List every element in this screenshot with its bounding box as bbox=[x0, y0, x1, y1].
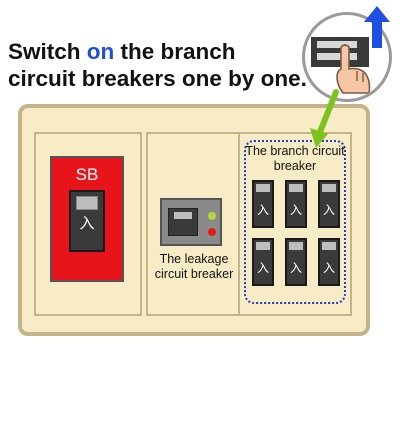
green-arrow-icon bbox=[310, 89, 339, 148]
branch-knob bbox=[289, 242, 303, 250]
branch-knob bbox=[289, 184, 303, 192]
sb-breaker[interactable]: SB 入 bbox=[50, 156, 124, 282]
branch-knob bbox=[256, 184, 270, 192]
up-arrow-icon bbox=[364, 6, 390, 48]
branch-breaker-4[interactable]: 入 bbox=[252, 238, 274, 286]
branch-bay: The branch circuit breaker 入 入 入 入 入 入 bbox=[238, 132, 352, 316]
leakage-bay: The leakage circuit breaker bbox=[146, 132, 238, 316]
leakage-breaker[interactable] bbox=[160, 198, 222, 246]
sb-switch-knob bbox=[76, 196, 98, 210]
headline-highlight: on bbox=[86, 39, 115, 64]
branch-knob bbox=[322, 184, 336, 192]
leakage-caption: The leakage circuit breaker bbox=[154, 252, 234, 281]
branch-knob bbox=[256, 242, 270, 250]
branch-mark: 入 bbox=[289, 261, 302, 275]
branch-breaker-2[interactable]: 入 bbox=[285, 180, 307, 228]
sb-switch[interactable]: 入 bbox=[69, 190, 105, 252]
branch-breaker-1[interactable]: 入 bbox=[252, 180, 274, 228]
branch-mark: 入 bbox=[289, 203, 302, 217]
leakage-switch[interactable] bbox=[168, 208, 198, 236]
branch-mark: 入 bbox=[322, 261, 335, 275]
hand-pressing-switch-icon bbox=[311, 37, 371, 94]
sb-bay: SB 入 bbox=[34, 132, 142, 316]
red-lamp-icon bbox=[208, 228, 216, 236]
branch-knob bbox=[322, 242, 336, 250]
branch-mark: 入 bbox=[256, 261, 269, 275]
branch-caption: The branch circuit breaker bbox=[245, 144, 345, 173]
branch-breaker-6[interactable]: 入 bbox=[318, 238, 340, 286]
branch-mark: 入 bbox=[322, 203, 335, 217]
sb-label: SB bbox=[75, 165, 99, 184]
leakage-switch-knob bbox=[174, 212, 192, 219]
green-lamp-icon bbox=[208, 212, 216, 220]
sb-switch-mark: 入 bbox=[79, 215, 95, 232]
branch-breaker-3[interactable]: 入 bbox=[318, 180, 340, 228]
instruction-headline: Switch on the branch circuit breakers on… bbox=[8, 38, 308, 92]
headline-after: the branch circuit breakers one by one. bbox=[8, 39, 307, 91]
branch-breaker-5[interactable]: 入 bbox=[285, 238, 307, 286]
branch-mark: 入 bbox=[256, 203, 269, 217]
zoom-bubble bbox=[302, 12, 392, 102]
headline-before: Switch bbox=[8, 39, 87, 64]
branch-highlight-outline bbox=[244, 140, 346, 304]
distribution-board: SB 入 The leakage circuit breaker The bra… bbox=[18, 104, 370, 336]
